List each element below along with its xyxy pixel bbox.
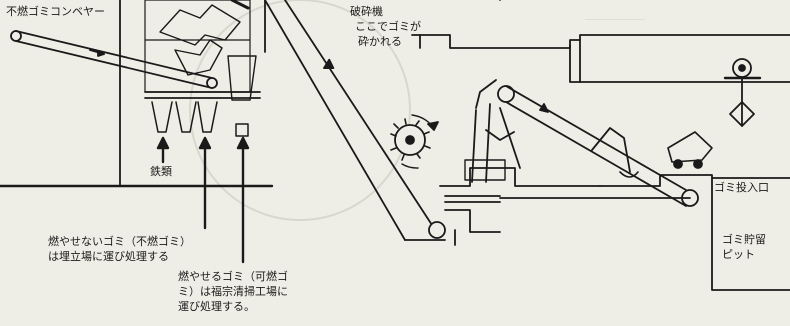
label-dump-inlet: ゴミ投入口: [714, 181, 769, 194]
label-crusher: 破砕機: [350, 5, 383, 18]
incombustible-conveyor: [10, 30, 218, 89]
excavator-arm: [591, 127, 639, 178]
sorting-machinery: [144, 0, 261, 137]
garbage-truck: [667, 131, 713, 169]
label-incombustible-1: 燃やせないゴミ（不燃ゴミ）: [48, 235, 191, 248]
label-crusher-note-2: 砕かれる: [358, 35, 402, 48]
middle-platform: [439, 167, 601, 246]
inclined-conveyor-right: [499, 85, 699, 207]
label-combustible-2: ミ）は福宗清掃工場に: [178, 285, 288, 298]
elevator-frame: [464, 0, 521, 183]
inclined-conveyor-main: [264, 0, 446, 241]
label-crusher-note-1: ここでゴミが: [355, 20, 421, 33]
label-incombustible-2: は埋立場に運び処理する: [48, 250, 169, 263]
ghost-text: ＿＿＿＿＿: [585, 7, 646, 21]
label-incombustible-conveyor: 不燃ゴミコンベヤー: [6, 5, 105, 18]
output-arrows: [156, 136, 250, 264]
conveyor-right-roller: [206, 77, 218, 89]
building-outline: [0, 0, 790, 188]
crusher: [390, 114, 439, 169]
label-combustible-3: 運び処理する。: [178, 300, 255, 313]
label-combustible-1: 燃やせるゴミ（可燃ゴ: [178, 270, 288, 283]
label-storage-pit-1: ゴミ貯留: [722, 233, 766, 246]
label-storage-pit-2: ピット: [722, 248, 755, 261]
label-iron: 鉄類: [150, 165, 172, 178]
storage-pit: [599, 174, 790, 291]
background-stamp: [189, 0, 411, 221]
conveyor-bottom-roller: [428, 221, 446, 239]
overhead-crane: [723, 58, 762, 127]
